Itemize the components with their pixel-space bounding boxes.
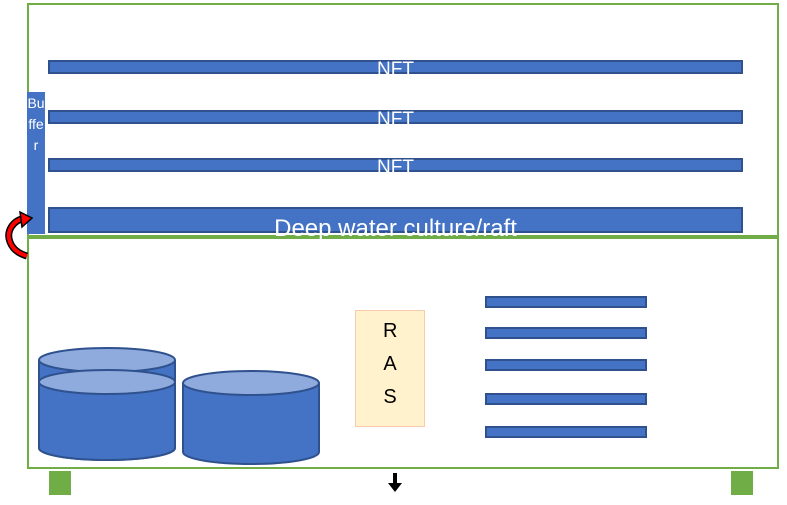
lower-level-frame: [27, 237, 779, 469]
nft-channel-2: NFT: [48, 110, 743, 129]
shelf-bar-3: [485, 359, 647, 371]
support-leg-left: [49, 471, 71, 495]
shelf-bar-1: [485, 296, 647, 308]
support-leg-right: [731, 471, 753, 495]
deep-water-culture-label: Deep water culture/raft: [274, 215, 517, 242]
buffer-tank: Buffer: [27, 92, 45, 234]
deep-water-culture-bed: Deep water culture/raft: [48, 207, 743, 241]
nft-channel-3-label: NFT: [377, 156, 414, 178]
fish-tank-2: [38, 369, 176, 461]
shelf-bar-2: [485, 327, 647, 339]
shelf-bar-4: [485, 393, 647, 405]
nft-channel-1: NFT: [48, 60, 743, 79]
nft-channel-3: NFT: [48, 158, 743, 177]
ras-unit: RAS: [355, 310, 425, 427]
fish-tank-3: [182, 370, 320, 465]
nft-channel-2-label: NFT: [377, 108, 414, 130]
shelf-bar-5: [485, 426, 647, 438]
nft-channel-1-label: NFT: [377, 58, 414, 80]
